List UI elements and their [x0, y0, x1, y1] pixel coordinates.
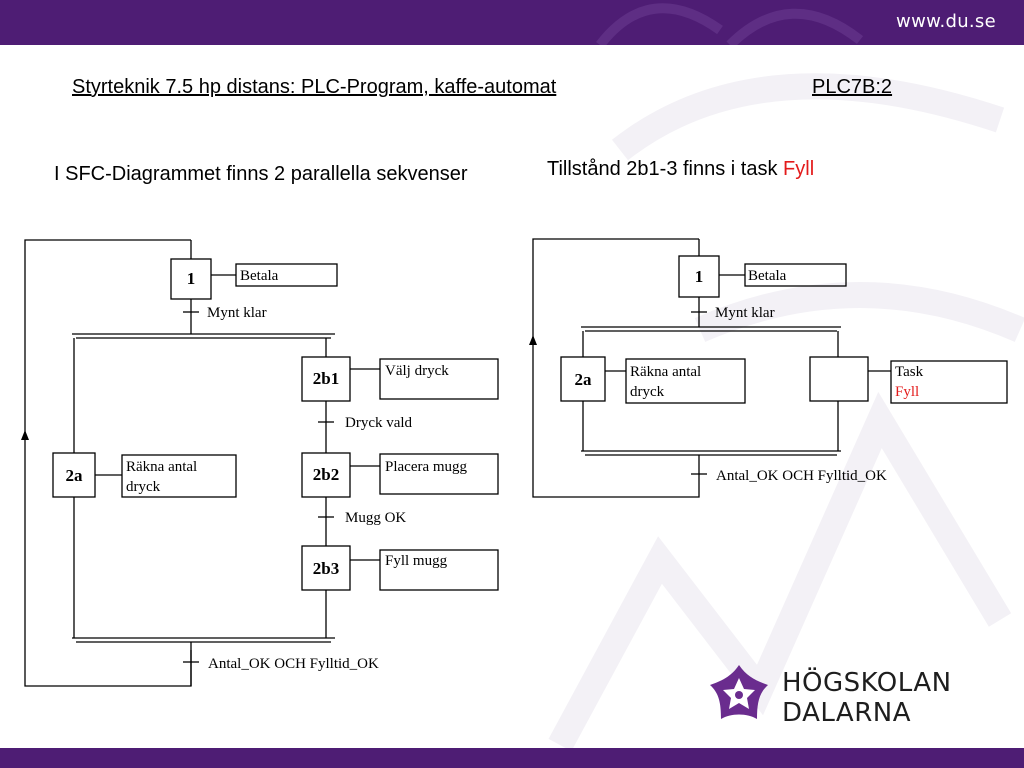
slide-code: PLC7B:2: [812, 76, 893, 98]
action-task-fyll: Fyll: [895, 384, 919, 400]
transition-antal-ok: Antal_OK OCH Fylltid_OK: [716, 468, 887, 484]
task-fyll-highlight: Fyll: [783, 158, 815, 180]
action-rakna-antal-line1: Räkna antal: [126, 459, 197, 475]
step-1-label: 1: [695, 267, 704, 286]
step-2a-label: 2a: [66, 466, 84, 485]
logo-wordmark: HÖGSKOLAN DALARNA: [782, 668, 952, 728]
transition-dryck-vald: Dryck vald: [345, 415, 413, 431]
transition-antal-ok: Antal_OK OCH Fylltid_OK: [208, 656, 379, 672]
transition-mynt-klar: Mynt klar: [715, 305, 775, 321]
logo-line2: DALARNA: [782, 698, 912, 728]
left-description: I SFC-Diagrammet finns 2 parallella sekv…: [54, 163, 468, 185]
logo-line1: HÖGSKOLAN: [782, 668, 952, 698]
action-placera-mugg: Placera mugg: [385, 459, 468, 475]
step-2b3-label: 2b3: [313, 559, 339, 578]
action-rakna-antal-line1: Räkna antal: [630, 364, 701, 380]
footer-bar: [0, 748, 1024, 768]
action-valj-dryck: Välj dryck: [385, 363, 449, 379]
header-decoration: [596, 3, 864, 45]
step-2b1-label: 2b1: [313, 369, 339, 388]
website-url[interactable]: www.du.se: [896, 11, 996, 32]
slide-title: Styrteknik 7.5 hp distans: PLC-Program, …: [72, 76, 557, 98]
step-1-label: 1: [187, 269, 196, 288]
action-betala: Betala: [240, 268, 279, 284]
sfc-diagram-left: 1 Betala Mynt klar 2b1 Välj dryck Dryck …: [21, 239, 499, 687]
action-rakna-antal-line2: dryck: [126, 479, 161, 495]
hogskolan-dalarna-logo-icon: [710, 665, 768, 719]
step-2b2-label: 2b2: [313, 465, 339, 484]
action-rakna-antal-line2: dryck: [630, 384, 665, 400]
action-task-line1: Task: [895, 364, 924, 380]
action-betala: Betala: [748, 268, 787, 284]
right-description: Tillstånd 2b1-3 finns i task Fyll: [547, 158, 814, 181]
right-description-text: Tillstånd 2b1-3 finns i task: [547, 158, 784, 180]
step-2a-label: 2a: [575, 370, 593, 389]
sfc-diagram-right: 1 Betala Mynt klar 2a Räkna antal dryck …: [529, 238, 1008, 498]
action-fyll-mugg: Fyll mugg: [385, 553, 448, 569]
transition-mugg-ok: Mugg OK: [345, 510, 406, 526]
transition-mynt-klar: Mynt klar: [207, 305, 267, 321]
header-bar: www.du.se: [0, 0, 1024, 45]
